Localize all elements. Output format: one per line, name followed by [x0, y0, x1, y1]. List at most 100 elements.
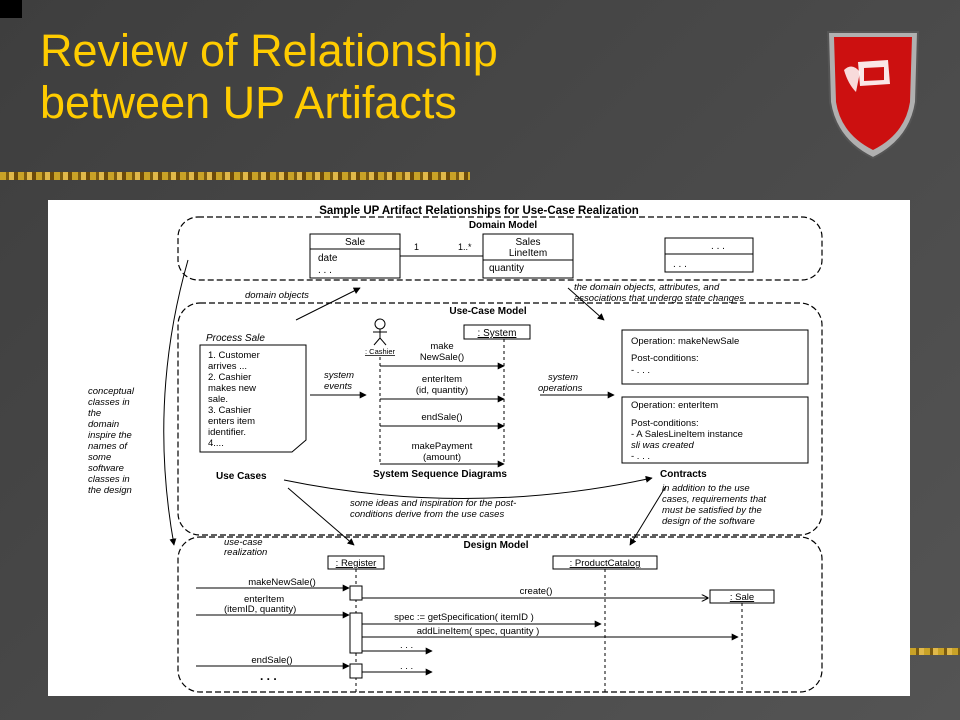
svg-text:software: software [88, 463, 124, 474]
svg-text:makes new: makes new [208, 383, 256, 394]
ssd-label: System Sequence Diagrams [373, 469, 507, 480]
svg-text:some: some [88, 452, 111, 463]
title-line-1: Review of Relationship [40, 25, 498, 76]
slide-title: Review of Relationship between UP Artifa… [40, 25, 760, 129]
diagram-heading: Sample UP Artifact Relationships for Use… [319, 205, 639, 217]
sale-class-box: Sale date . . . [309, 233, 401, 279]
contract-enter-item: Operation: enterItem Post-conditions: - … [621, 396, 809, 464]
svg-text:4....: 4.... [208, 438, 224, 449]
svg-text:- . . .: - . . . [631, 451, 650, 462]
corner-block [0, 0, 22, 18]
svg-text:sli was created: sli was created [631, 440, 695, 451]
svg-text:cases, requirements that: cases, requirements that [662, 494, 766, 505]
svg-text:conditions derive from the use: conditions derive from the use cases [350, 509, 504, 520]
cashier-label: : Cashier [365, 347, 396, 356]
dm-msg-end-sale: endSale() [251, 655, 292, 666]
contracts-label: Contracts [660, 469, 707, 480]
register-activation-1 [349, 585, 363, 601]
system-events-2: events [324, 381, 352, 392]
shield-logo-icon [826, 31, 920, 160]
dm-msg-enter-2: (itemID, quantity) [224, 604, 296, 615]
catalog-label: : ProductCatalog [570, 558, 641, 569]
other-class-attr: . . . [673, 259, 687, 270]
design-model-region [177, 536, 823, 693]
gold-rule-right [910, 648, 960, 655]
svg-text:Post-conditions:: Post-conditions: [631, 353, 699, 364]
multiplicity-one: 1 [414, 242, 419, 252]
ssd-msg-pay-1: makePayment [412, 441, 473, 452]
other-class-name: . . . [711, 241, 725, 252]
system-label: : System [478, 328, 517, 339]
note-state-changes-2: associations that undergo state changes [574, 293, 744, 304]
dm-msg-enter-1: enterItem [244, 594, 284, 605]
cashier-actor-icon [373, 318, 387, 346]
dm-msg-spec: spec := getSpecification( itemID ) [394, 612, 534, 623]
svg-text:Operation: makeNewSale: Operation: makeNewSale [631, 336, 739, 347]
svg-text:design of the software: design of the software [662, 516, 755, 527]
domain-model-region [177, 216, 823, 281]
system-operations-1: system [548, 372, 578, 383]
dm-msg-make-new-sale: makeNewSale() [248, 577, 316, 588]
ssd-msg-enter-2: (id, quantity) [416, 385, 468, 396]
svg-text:must be satisfied by the: must be satisfied by the [662, 505, 762, 516]
sale-class-name: Sale [345, 237, 365, 248]
arrow-domain-to-register [287, 487, 355, 546]
design-model-label: Design Model [463, 540, 528, 551]
ssd-msg-end: endSale() [421, 412, 462, 423]
gold-rule [0, 172, 470, 180]
process-sale-title: Process Sale [206, 333, 265, 344]
svg-text:3. Cashier: 3. Cashier [208, 405, 251, 416]
arrow-contracts-to-catalog [629, 485, 667, 546]
realization-1: use-case [224, 537, 263, 548]
system-box [463, 324, 531, 340]
use-cases-label: Use Cases [216, 471, 267, 482]
use-case-model-label: Use-Case Model [449, 306, 526, 317]
svg-text:Operation: enterItem: Operation: enterItem [631, 400, 718, 411]
svg-text:the design: the design [88, 485, 132, 496]
note-contracts: in addition to the use cases, requiremen… [662, 483, 766, 527]
svg-text:conceptual: conceptual [88, 386, 135, 397]
svg-text:sale.: sale. [208, 394, 228, 405]
domain-model-label: Domain Model [469, 220, 538, 231]
lineitem-attr: quantity [489, 263, 524, 274]
arrow-ideas [283, 475, 653, 499]
svg-text:- A SalesLineItem instance: - A SalesLineItem instance [631, 429, 743, 440]
note-state-changes-1: the domain objects, attributes, and [574, 282, 720, 293]
svg-text:in addition to the use: in addition to the use [662, 483, 750, 494]
svg-text:the: the [88, 408, 101, 419]
other-class-box: . . . . . . [664, 237, 754, 273]
system-events-1: system [324, 370, 354, 381]
lineitem-class-box: Sales LineItem quantity [482, 233, 574, 279]
register-activation-3 [349, 663, 363, 679]
note-ideas: some ideas and inspiration for the post-… [350, 498, 516, 520]
svg-text:names of: names of [88, 441, 128, 452]
use-case-model-region [177, 302, 823, 536]
svg-text:identifier.: identifier. [208, 427, 246, 438]
svg-text:arrives ...: arrives ... [208, 361, 247, 372]
note-domain-objects: domain objects [245, 290, 309, 301]
sale-attr-dots: . . . [318, 265, 332, 276]
lineitem-name-1: Sales [515, 237, 540, 248]
ssd-msg-make-2: NewSale() [420, 352, 464, 363]
title-line-2: between UP Artifacts [40, 77, 457, 128]
arrow-state-changes [567, 287, 605, 321]
sale-label: : Sale [730, 592, 754, 603]
note-conceptual: conceptual classes in the domain inspire… [88, 386, 135, 496]
sale-attr-date: date [318, 253, 338, 264]
contract-make-new-sale: Operation: makeNewSale Post-conditions: … [621, 329, 809, 385]
svg-text:some ideas and inspiration for: some ideas and inspiration for the post- [350, 498, 516, 509]
svg-text:classes in: classes in [88, 397, 130, 408]
ssd-msg-pay-2: (amount) [423, 452, 461, 463]
artifact-diagram: Sample UP Artifact Relationships for Use… [48, 200, 910, 696]
process-sale-document: Process Sale 1. Customer arrives ... 2. … [199, 333, 307, 453]
register-activation-2 [349, 612, 363, 654]
register-label: : Register [336, 558, 377, 569]
svg-text:enters item: enters item [208, 416, 255, 427]
svg-text:inspire the: inspire the [88, 430, 132, 441]
system-operations-2: operations [538, 383, 583, 394]
svg-text:- . . .: - . . . [631, 365, 650, 376]
ssd-msg-enter-1: enterItem [422, 374, 462, 385]
dm-msg-create: create() [520, 586, 553, 597]
arrow-domain-objects [295, 287, 361, 321]
dm-msg-dots-1: . . . [400, 640, 413, 651]
